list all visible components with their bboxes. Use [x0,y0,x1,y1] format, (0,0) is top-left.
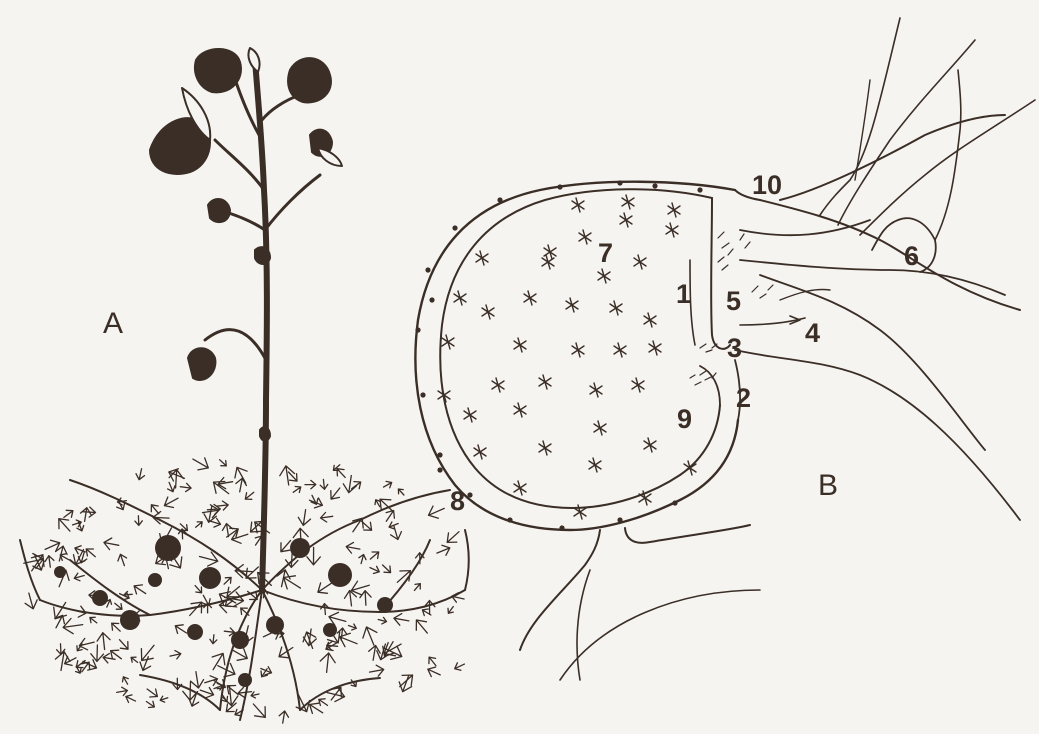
label-3: 3 [727,333,742,363]
label-4: 4 [805,318,820,348]
label-2: 2 [736,383,751,413]
panel-label-a: A [103,307,123,340]
label-8: 8 [450,486,465,516]
label-9: 9 [677,404,692,434]
panel-label-b: B [818,469,838,502]
label-1: 1 [676,279,691,309]
label-6: 6 [904,241,919,271]
label-5: 5 [726,286,741,316]
label-10: 10 [752,170,782,200]
label-7: 7 [598,238,613,268]
